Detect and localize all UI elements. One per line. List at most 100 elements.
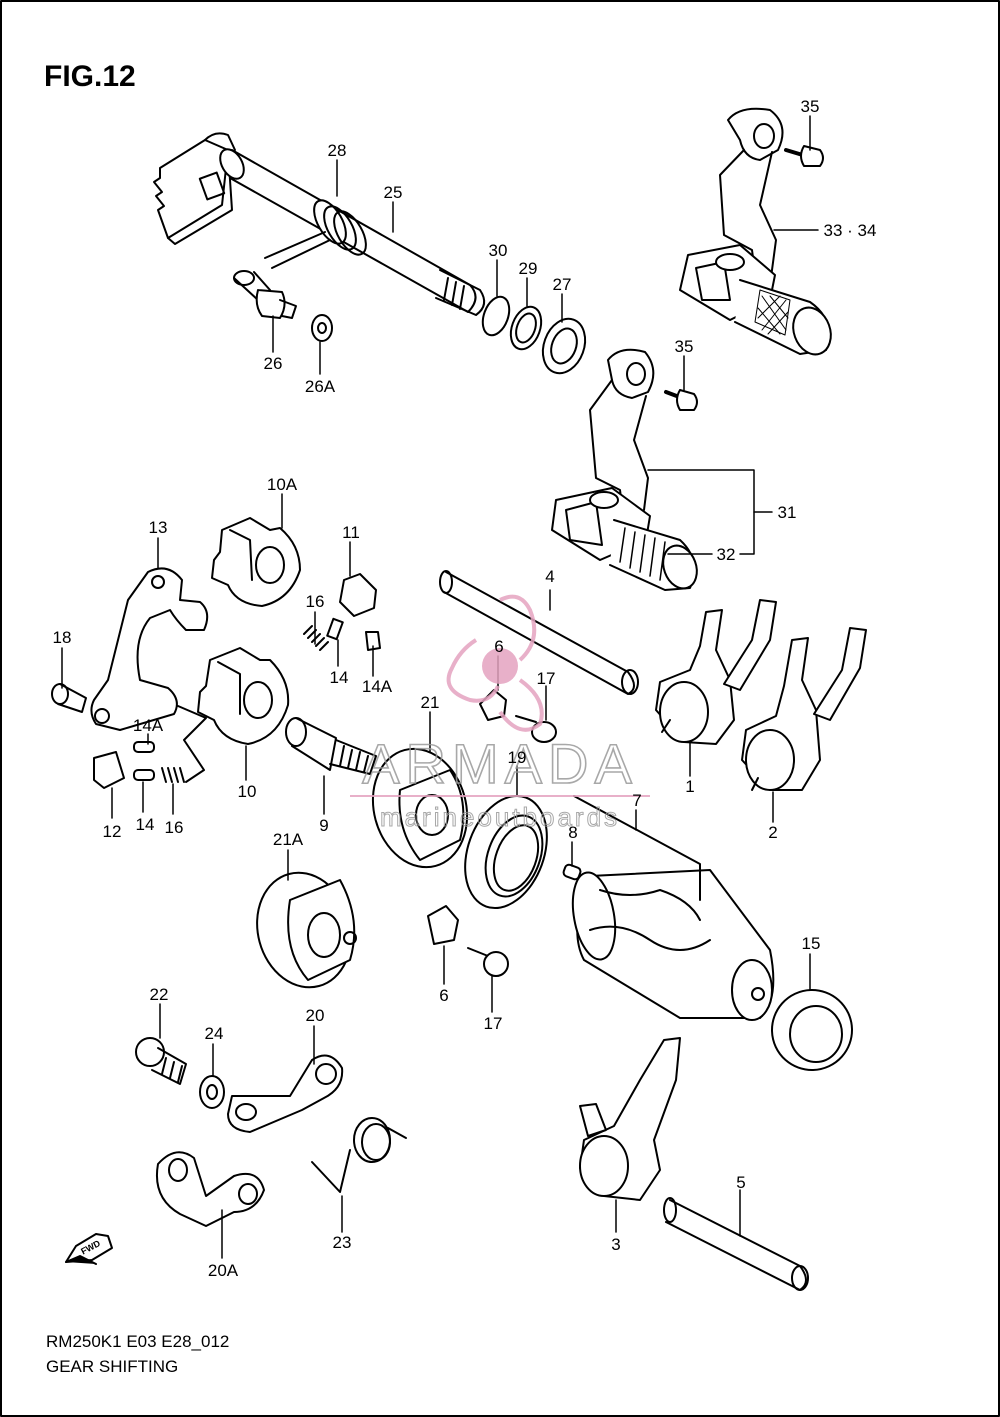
label-11: 11 xyxy=(342,523,360,542)
part-16-spring-upper xyxy=(303,625,329,651)
part-6-stopper-lower xyxy=(427,905,459,945)
fwd-arrow-icon xyxy=(65,1233,113,1265)
part-35-bolt-lower xyxy=(664,389,698,411)
part-33-34-gearshift-lever xyxy=(679,107,832,356)
figure-name: GEAR SHIFTING xyxy=(46,1357,179,1376)
watermark-brand: ARMADA xyxy=(362,732,638,795)
part-24-washer xyxy=(199,1075,225,1109)
label-14-upper: 14 xyxy=(330,668,349,687)
part-17-screw-lower xyxy=(467,947,509,977)
part-16-spring-lower xyxy=(161,767,185,783)
part-5-fork-shaft xyxy=(663,1197,809,1291)
label-22: 22 xyxy=(150,985,169,1004)
label-5: 5 xyxy=(736,1173,745,1192)
part-18-bolt xyxy=(51,683,87,713)
part-10-gearshift-cam xyxy=(197,647,290,745)
part-15-bearing xyxy=(771,989,853,1071)
label-33-34: 33 · 34 xyxy=(824,221,877,240)
part-25-gearshift-shaft xyxy=(153,132,486,316)
label-15: 15 xyxy=(802,934,821,953)
figure-title: FIG.12 xyxy=(44,60,136,93)
part-23-stopper-spring xyxy=(311,1117,407,1193)
label-16-lower: 16 xyxy=(165,818,184,837)
armada-watermark: ARMADA marineoutboards xyxy=(350,594,650,833)
part-31-gearshift-lever-assy xyxy=(551,348,698,591)
part-26A-washer-hole xyxy=(317,322,327,334)
part-14A-pin-lower xyxy=(133,741,155,753)
part-22-bolt xyxy=(135,1037,187,1085)
label-31: 31 xyxy=(778,503,797,522)
leader-bracket-10 xyxy=(177,705,207,783)
part-28-return-spring xyxy=(264,199,367,269)
part-11-pawl xyxy=(339,573,377,617)
part-3-gearshift-fork xyxy=(579,1037,681,1201)
label-26: 26 xyxy=(264,354,283,373)
part-35-bolt-upper xyxy=(784,145,824,167)
part-26-bolt xyxy=(233,270,297,319)
label-21: 21 xyxy=(421,693,440,712)
part-7-gearshift-cam-drum xyxy=(571,869,775,1021)
part-14-pin-lower xyxy=(133,769,155,781)
part-19-bearing xyxy=(464,794,548,910)
label-8: 8 xyxy=(568,823,577,842)
label-29: 29 xyxy=(519,259,538,278)
label-35-lower: 35 xyxy=(675,337,694,356)
part-20A-stopper-arm xyxy=(156,1151,265,1227)
leader-7 xyxy=(573,795,701,901)
label-19: 19 xyxy=(508,748,527,767)
label-30: 30 xyxy=(489,241,508,260)
label-9: 9 xyxy=(319,816,328,835)
leader-lines xyxy=(61,115,819,1259)
part-12-pawl xyxy=(93,751,125,789)
part-9-cam-bolt xyxy=(285,717,377,775)
part-27-oil-seal-bore xyxy=(550,327,578,365)
figure-code: RM250K1 E03 E28_012 xyxy=(46,1332,230,1351)
label-32: 32 xyxy=(717,545,736,564)
watermark-tagline: marineoutboards xyxy=(380,802,620,832)
label-26A: 26A xyxy=(305,377,336,396)
label-1: 1 xyxy=(685,777,694,796)
label-2: 2 xyxy=(768,823,777,842)
label-14-lower: 14 xyxy=(136,815,155,834)
label-17-upper: 17 xyxy=(537,669,556,688)
part-4-fork-shaft xyxy=(439,570,639,695)
label-10: 10 xyxy=(238,782,257,801)
part-24-washer-hole xyxy=(206,1084,218,1100)
part-1-gearshift-fork xyxy=(655,599,777,745)
label-6-upper: 6 xyxy=(494,637,503,656)
label-27: 27 xyxy=(553,275,572,294)
label-18: 18 xyxy=(53,628,72,647)
part-27-oil-seal xyxy=(541,317,587,375)
part-20-stopper-arm xyxy=(227,1054,344,1133)
label-28: 28 xyxy=(328,141,347,160)
part-labels: 28 25 30 29 27 26 26A 35 33 · 34 35 31 3… xyxy=(53,97,877,1280)
label-24: 24 xyxy=(205,1024,224,1043)
part-29-washer xyxy=(509,305,543,351)
label-21A: 21A xyxy=(273,830,304,849)
part-8-pin xyxy=(562,863,582,881)
label-14A-upper: 14A xyxy=(362,677,393,696)
part-21A-cam-gear xyxy=(256,871,357,989)
part-10A-gearshift-cam xyxy=(211,517,301,607)
part-21-cam-driven-gear xyxy=(371,747,469,869)
part-14-pin-upper xyxy=(326,617,344,641)
label-4: 4 xyxy=(545,567,554,586)
label-35-upper: 35 xyxy=(801,97,820,116)
label-17-lower: 17 xyxy=(484,1014,503,1033)
part-26A-washer xyxy=(311,314,333,342)
label-23: 23 xyxy=(333,1233,352,1252)
part-29-washer-hole xyxy=(515,312,537,344)
label-14A-lower: 14A xyxy=(133,716,164,735)
label-20A: 20A xyxy=(208,1261,239,1280)
label-20: 20 xyxy=(306,1006,325,1025)
part-2-gearshift-fork xyxy=(741,627,867,791)
part-30-circlip xyxy=(481,295,511,337)
label-7: 7 xyxy=(632,791,641,810)
label-25: 25 xyxy=(384,183,403,202)
part-13-cam-stopper-plate xyxy=(90,567,209,731)
label-13: 13 xyxy=(149,518,168,537)
label-16-upper: 16 xyxy=(306,592,325,611)
